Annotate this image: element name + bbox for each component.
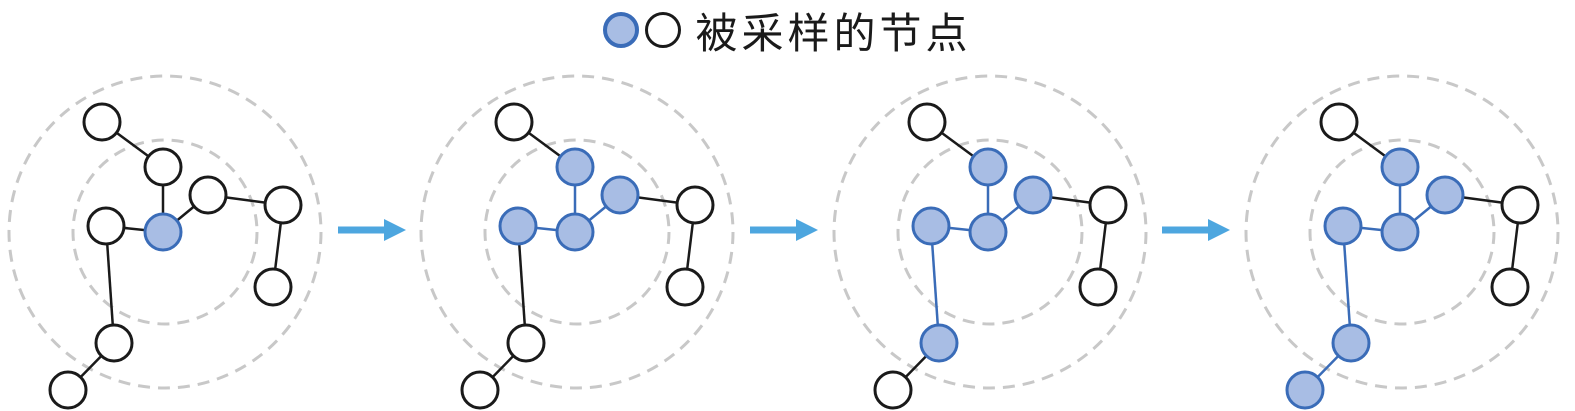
- sampled-node-C: [143, 212, 183, 252]
- node-G: [253, 267, 293, 307]
- sampled-node-D: [1323, 206, 1363, 246]
- node-A: [82, 102, 122, 142]
- outer-hop-ring: [419, 74, 735, 390]
- outer-hop-ring: [1244, 74, 1560, 390]
- legend-label: 被采样的节点: [695, 8, 972, 58]
- node-A: [1319, 102, 1359, 142]
- inner-hop-ring: [71, 138, 259, 326]
- node-E: [188, 175, 228, 215]
- node-I: [460, 370, 500, 410]
- sampled-node-B: [968, 147, 1008, 187]
- sampled-node-H: [1331, 323, 1371, 363]
- sampled-node-E: [600, 175, 640, 215]
- node-F: [263, 185, 303, 225]
- sampled-node-swatch-icon: [603, 12, 640, 48]
- inner-hop-ring: [1308, 138, 1496, 326]
- sampled-node-C: [968, 212, 1008, 252]
- node-G: [1490, 267, 1530, 307]
- sampled-node-E: [1425, 175, 1465, 215]
- sampled-node-D: [911, 206, 951, 246]
- node-F: [675, 185, 715, 225]
- outer-hop-ring: [832, 74, 1148, 390]
- node-G: [665, 267, 705, 307]
- sampled-node-C: [1380, 212, 1420, 252]
- node-I: [873, 370, 913, 410]
- arrow-panel-3-to-4-icon: [1162, 219, 1230, 241]
- sampled-node-I: [1285, 370, 1325, 410]
- arrow-head: [1208, 219, 1230, 241]
- arrow-shaft: [338, 226, 386, 234]
- node-I: [48, 370, 88, 410]
- node-A: [494, 102, 534, 142]
- sampled-node-E: [1013, 175, 1053, 215]
- sampled-node-B: [555, 147, 595, 187]
- unsampled-node-swatch-icon: [645, 12, 682, 48]
- edge-D-H: [516, 225, 528, 344]
- arrow-head: [384, 219, 406, 241]
- node-A: [907, 102, 947, 142]
- panel-4: [1244, 74, 1560, 410]
- edge-D-H: [104, 225, 116, 344]
- node-B: [143, 147, 183, 187]
- legend: 被采样的节点: [0, 0, 1575, 60]
- node-G: [1078, 267, 1118, 307]
- arrow-shaft: [1162, 226, 1210, 234]
- edge-D-H: [1341, 225, 1353, 344]
- sampled-node-H: [919, 323, 959, 363]
- node-H: [506, 323, 546, 363]
- inner-hop-ring: [896, 138, 1084, 326]
- panel-1: [7, 74, 323, 410]
- node-D: [86, 206, 126, 246]
- outer-hop-ring: [7, 74, 323, 390]
- node-F: [1500, 185, 1540, 225]
- arrow-panel-1-to-2-icon: [338, 219, 406, 241]
- sampled-node-D: [498, 206, 538, 246]
- panel-3: [832, 74, 1148, 410]
- arrow-shaft: [750, 226, 798, 234]
- edge-D-H: [929, 225, 941, 344]
- panel-2: [419, 74, 735, 410]
- arrow-head: [796, 219, 818, 241]
- node-F: [1088, 185, 1128, 225]
- sampled-node-B: [1380, 147, 1420, 187]
- arrow-panel-2-to-3-icon: [750, 219, 818, 241]
- inner-hop-ring: [483, 138, 671, 326]
- node-H: [94, 323, 134, 363]
- sampled-node-C: [555, 212, 595, 252]
